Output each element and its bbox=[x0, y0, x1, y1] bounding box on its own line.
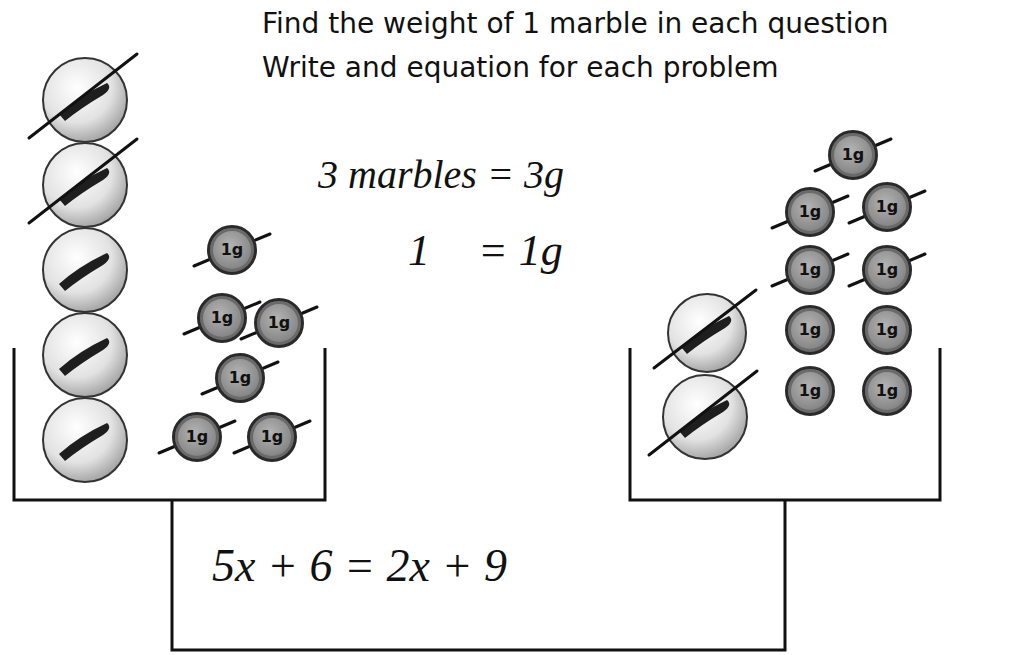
weight-label: 1g bbox=[799, 322, 822, 338]
handwritten-note: 1 bbox=[408, 226, 430, 275]
weight-label: 1g bbox=[842, 147, 865, 163]
equation-box: 5x + 6 = 2x + 9 bbox=[212, 540, 507, 593]
instruction-text-box: Write and equation for each problem bbox=[262, 52, 779, 84]
marble bbox=[43, 313, 127, 397]
gram-weight: 1g bbox=[785, 245, 835, 295]
marble bbox=[43, 228, 127, 312]
balance-stand bbox=[172, 500, 785, 650]
gram-weight: 1g bbox=[785, 366, 835, 416]
handwritten-note-box: 3 marbles = 3g bbox=[318, 152, 564, 198]
gram-weight: 1g bbox=[207, 225, 257, 275]
instruction-title: Find the weight of 1 marble in each ques… bbox=[262, 7, 888, 40]
instruction-text: Write and equation for each problem bbox=[262, 51, 779, 84]
weight-label: 1g bbox=[268, 315, 291, 331]
gram-weight: 1g bbox=[785, 187, 835, 237]
handwritten-note-box: = 1g bbox=[478, 226, 563, 277]
weight-label: 1g bbox=[799, 262, 822, 278]
weight-label: 1g bbox=[876, 322, 899, 338]
handwritten-note: = 1g bbox=[478, 226, 563, 275]
cross-out-line bbox=[29, 139, 137, 223]
weight-label: 1g bbox=[261, 429, 284, 445]
equation: 5x + 6 = 2x + 9 bbox=[212, 540, 507, 591]
gram-weight: 1g bbox=[247, 412, 297, 462]
gram-weight: 1g bbox=[862, 182, 912, 232]
cross-out-line bbox=[649, 371, 757, 455]
handwritten-note-box: 1 bbox=[408, 226, 430, 277]
weight-label: 1g bbox=[876, 199, 899, 215]
marble-swirl bbox=[59, 423, 109, 461]
cross-out-line bbox=[654, 290, 756, 368]
marble-swirl bbox=[59, 83, 109, 121]
marble-swirl bbox=[679, 400, 729, 438]
weight-label: 1g bbox=[229, 370, 252, 386]
gram-weight: 1g bbox=[172, 412, 222, 462]
weight-label: 1g bbox=[799, 383, 822, 399]
weight-label: 1g bbox=[211, 310, 234, 326]
gram-weight: 1g bbox=[197, 293, 247, 343]
gram-weight: 1g bbox=[862, 305, 912, 355]
right-pan bbox=[630, 348, 940, 500]
cross-out-line bbox=[29, 54, 137, 138]
marble-swirl bbox=[59, 168, 109, 206]
gram-weight: 1g bbox=[254, 298, 304, 348]
instruction-title-box: Find the weight of 1 marble in each ques… bbox=[262, 8, 888, 40]
gram-weight: 1g bbox=[828, 130, 878, 180]
weight-label: 1g bbox=[186, 429, 209, 445]
gram-weight: 1g bbox=[862, 366, 912, 416]
weight-label: 1g bbox=[876, 262, 899, 278]
marble-swirl bbox=[681, 316, 731, 354]
gram-weight: 1g bbox=[862, 245, 912, 295]
balance-frame bbox=[14, 348, 940, 650]
marbles bbox=[43, 58, 747, 482]
marble-swirl bbox=[59, 253, 109, 291]
marble bbox=[43, 398, 127, 482]
marble-swirl bbox=[59, 338, 109, 376]
handwritten-note: 3 marbles = 3g bbox=[318, 152, 564, 197]
gram-weight: 1g bbox=[785, 305, 835, 355]
weight-label: 1g bbox=[876, 383, 899, 399]
gram-weight: 1g bbox=[215, 353, 265, 403]
weight-label: 1g bbox=[221, 242, 244, 258]
weight-label: 1g bbox=[799, 204, 822, 220]
cross-outs bbox=[29, 54, 925, 455]
